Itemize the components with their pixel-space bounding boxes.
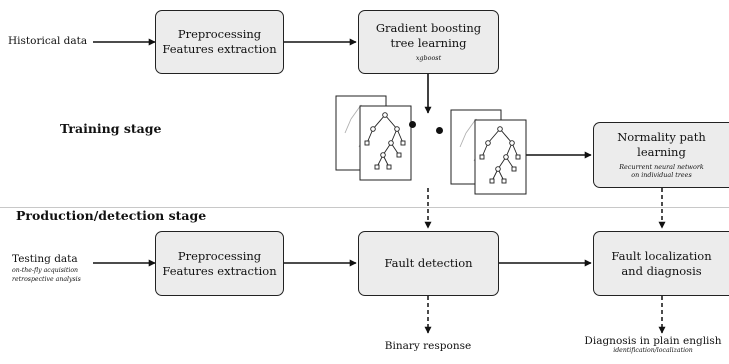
fault-localization-box: Fault localization and diagnosis bbox=[593, 231, 729, 296]
testing-data-sub-acquisition: on-the-fly acquisition bbox=[12, 267, 79, 274]
production-stage-title: Production/detection stage bbox=[16, 208, 207, 223]
gradient-boosting-box: Gradient boosting tree learning xgboost bbox=[358, 10, 499, 74]
decision-tree-icon bbox=[479, 126, 521, 184]
decision-tree-icon bbox=[364, 112, 406, 170]
diagnosis-sub: identification/localization bbox=[613, 347, 693, 354]
diagnosis-text: Diagnosis in plain english bbox=[584, 335, 722, 347]
training-stage-title: Training stage bbox=[60, 121, 162, 136]
stage-divider bbox=[0, 207, 729, 208]
testing-data-text: Testing data bbox=[12, 253, 78, 265]
gradient-boosting-line1: Gradient boosting bbox=[375, 21, 482, 36]
normality-path-box: Normality path learning Recurrent neural… bbox=[593, 122, 729, 188]
gradient-boosting-line2: tree learning bbox=[390, 36, 467, 51]
gradient-boosting-sub: xgboost bbox=[415, 54, 442, 63]
preprocessing-test-line1: Preprocessing bbox=[177, 248, 262, 263]
historical-data-label: Historical data bbox=[8, 35, 87, 47]
historical-data-text: Historical data bbox=[8, 35, 88, 47]
fault-detection-box: Fault detection bbox=[358, 231, 499, 296]
fault-localization-line2: and diagnosis bbox=[621, 263, 702, 278]
testing-data-label: Testing data on-the-fly acquisition retr… bbox=[12, 253, 81, 284]
tree-ensemble-right bbox=[450, 109, 527, 195]
preprocessing-train-line2: Features extraction bbox=[162, 42, 277, 56]
fault-detection-line1: Fault detection bbox=[384, 256, 473, 271]
preprocessing-test-line2: Features extraction bbox=[162, 263, 277, 278]
preprocessing-train-line1: Preprocessing bbox=[177, 27, 262, 42]
diagnosis-label: Diagnosis in plain english identificatio… bbox=[577, 335, 729, 356]
tree-ensemble-left bbox=[335, 95, 412, 181]
binary-response-text: Binary response bbox=[384, 340, 472, 352]
normality-path-sub1: Recurrent neural network bbox=[619, 162, 704, 171]
binary-response-label: Binary response bbox=[348, 340, 508, 352]
testing-data-sub-retrospective: retrospective analysis bbox=[12, 275, 81, 283]
preprocessing-test-box: Preprocessing Features extraction bbox=[155, 231, 284, 296]
fault-localization-line1: Fault localization bbox=[611, 248, 712, 263]
normality-path-sub2: on individual trees bbox=[631, 171, 692, 180]
normality-path-line1: Normality path learning bbox=[617, 129, 706, 159]
preprocessing-train-box: Preprocessing Features extraction bbox=[155, 10, 284, 74]
ellipsis-dot-2 bbox=[436, 127, 443, 134]
ellipsis-dot-1 bbox=[409, 121, 416, 128]
